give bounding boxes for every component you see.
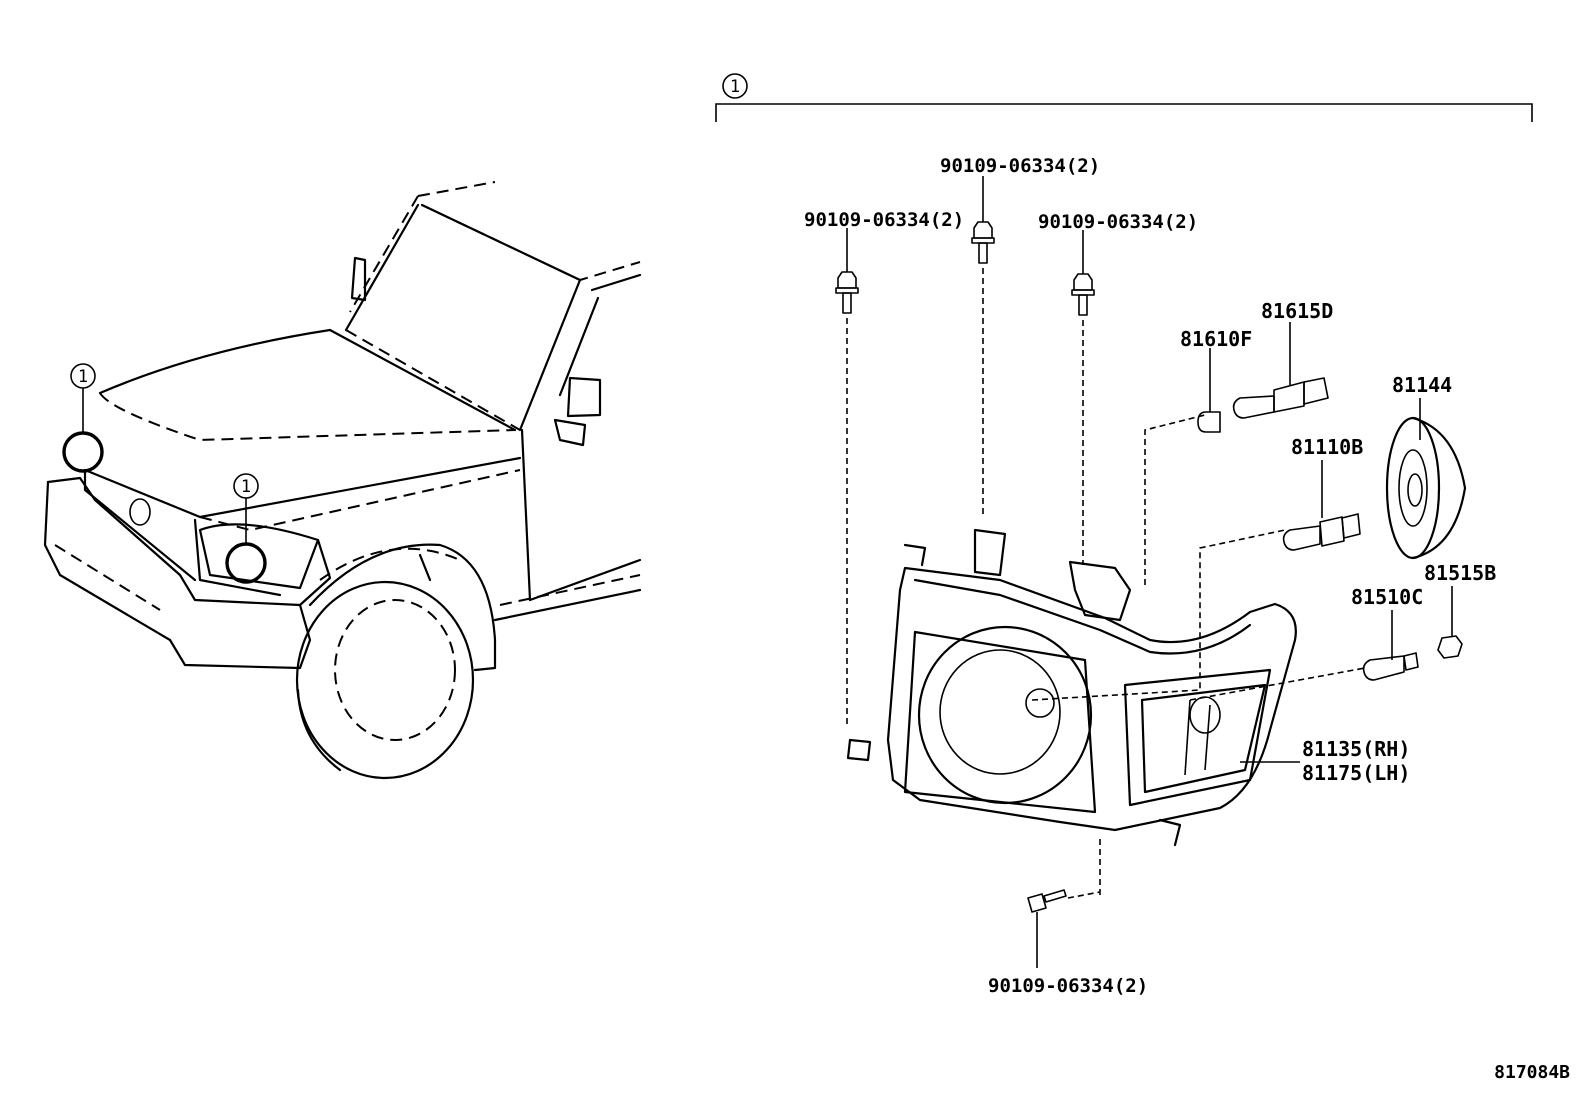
cap-icon: [1385, 398, 1467, 560]
label-headlamp-lh: 81175(LH): [1302, 761, 1410, 785]
label-screw-center: 90109-06334(2): [940, 155, 1100, 177]
label-headlamp-rh: 81135(RH): [1302, 737, 1410, 761]
screw-icon: [835, 221, 1095, 913]
label-cap: 81144: [1392, 373, 1452, 397]
label-bulb-socket: 81615D: [1261, 299, 1333, 323]
label-bulb-main: 81110B: [1291, 435, 1363, 459]
label-screw-bottom: 90109-06334(2): [988, 975, 1148, 997]
label-bulb-small: 81610F: [1180, 327, 1252, 351]
bulb-main-icon: [1282, 460, 1361, 551]
label-screw-left: 90109-06334(2): [804, 209, 964, 231]
assembly-callout: 1: [730, 77, 740, 97]
label-bulb-signal: 81510C: [1351, 585, 1423, 609]
reference-code: 817084B: [1494, 1062, 1570, 1083]
vehicle-callout-2: 1: [241, 477, 251, 497]
headlamp-assembly: [846, 528, 1300, 847]
bulb-small-icon: [1197, 348, 1221, 433]
assembly-bracket: [715, 73, 1533, 122]
vehicle-callout-1: 1: [78, 367, 88, 387]
bulb-signal-icon: [1362, 610, 1419, 681]
clip-icon: [1437, 586, 1463, 659]
label-screw-right: 90109-06334(2): [1038, 211, 1198, 233]
bulb-socket-icon: [1232, 322, 1329, 419]
vehicle-illustration: [43, 181, 642, 780]
label-clip: 81515B: [1424, 561, 1496, 585]
